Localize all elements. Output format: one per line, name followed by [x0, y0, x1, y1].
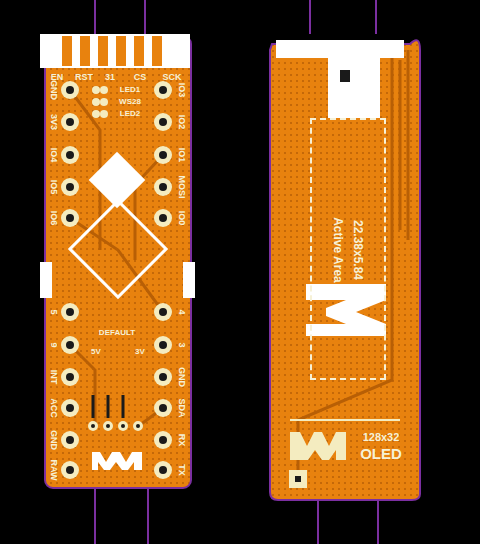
pin-label: IO0 — [177, 211, 186, 226]
pin-label: IO2 — [177, 115, 186, 130]
pin-label: SCK — [162, 73, 181, 82]
pin-label: ACC — [49, 398, 58, 418]
pin-label: MOSI — [177, 175, 186, 198]
pin-label: IO4 — [49, 148, 58, 163]
left-board — [40, 34, 195, 488]
part-label: WS28 — [119, 98, 141, 106]
node-text: 128x32 — [363, 432, 400, 443]
pin-label: INT — [49, 370, 58, 385]
node-text: 22.38x5.84 — [352, 220, 364, 280]
pin-label: CS — [134, 73, 147, 82]
part-label: LED1 — [120, 86, 140, 94]
jumper-label: 5V — [91, 348, 101, 356]
pin-label: 5 — [49, 309, 58, 314]
pin-label: 31 — [105, 73, 115, 82]
pin-label: IO1 — [177, 148, 186, 163]
pin-label: IO3 — [177, 83, 186, 98]
oled-board: OLED 128x32 Active Area 22.38x5.84 — [270, 32, 420, 500]
pin-label: IO5 — [49, 180, 58, 195]
pin-label: RX — [177, 434, 186, 447]
jumper-label: 3V — [135, 348, 145, 356]
pin-label: RST — [75, 73, 93, 82]
right-board — [270, 40, 420, 500]
pin-label: GND — [49, 80, 58, 100]
pin-label: TX — [177, 464, 186, 476]
pin-label: 3 — [177, 342, 186, 347]
pin-label: RAW — [49, 460, 58, 481]
node-text: Active Area — [332, 217, 344, 283]
pin-label: GND — [177, 367, 186, 387]
pin-label: SDA — [177, 398, 186, 417]
pin-label: 4 — [177, 309, 186, 314]
pin-label: 9 — [49, 342, 58, 347]
active-area-box: Active Area 22.38x5.84 — [310, 118, 386, 380]
pin-label: IO6 — [49, 211, 58, 226]
pin-label: 3V3 — [49, 114, 58, 130]
pin-label: GND — [49, 430, 58, 450]
node-text: OLED — [360, 446, 402, 461]
jumper-label: DEFAULT — [99, 329, 135, 337]
part-label: LED2 — [120, 110, 140, 118]
